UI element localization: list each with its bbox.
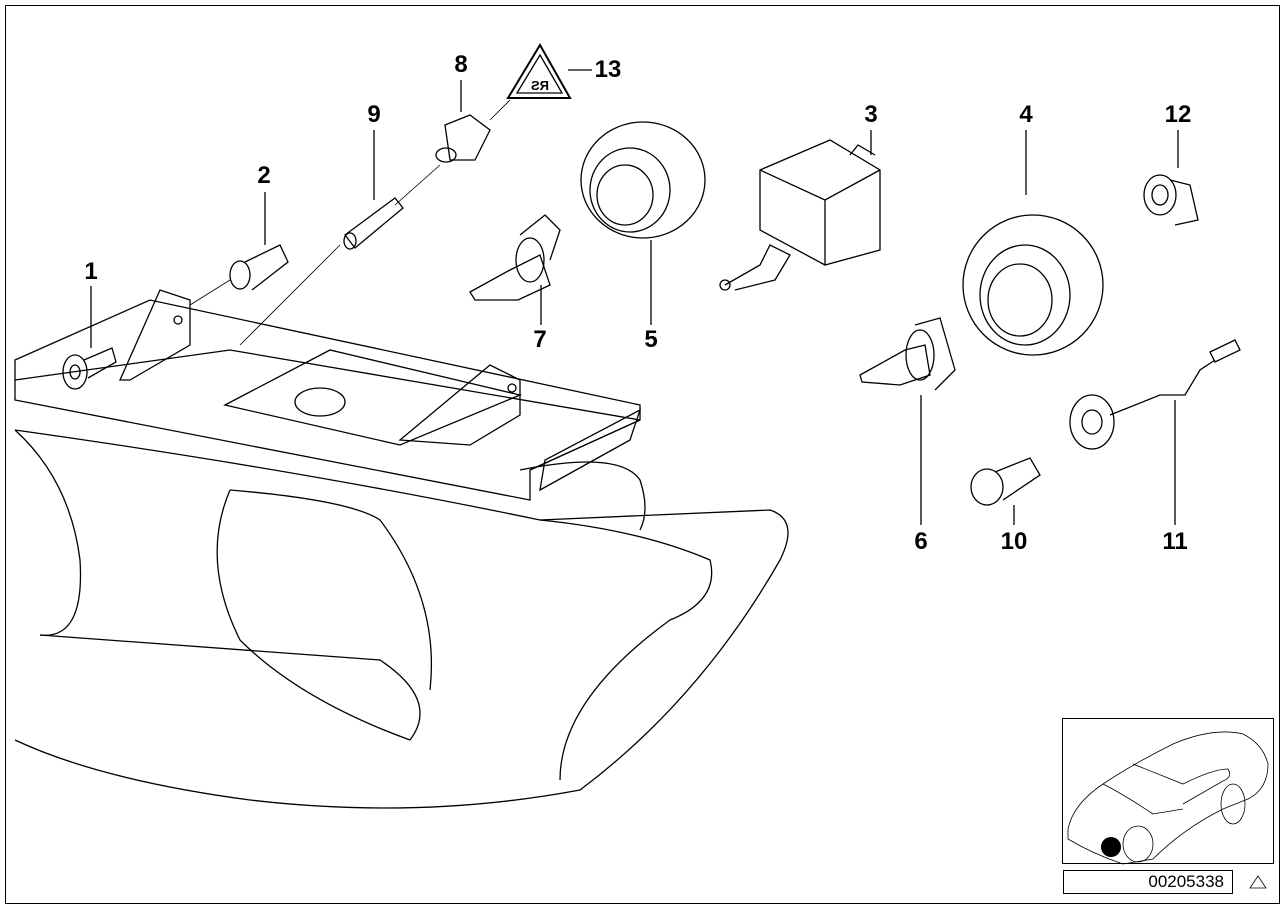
part-3-ballast bbox=[719, 139, 881, 291]
part-label-11[interactable]: 11 bbox=[1162, 528, 1188, 555]
part-10-bulb bbox=[970, 457, 1041, 506]
svg-text:ƧЯ: ƧЯ bbox=[531, 78, 549, 93]
part-5-ring bbox=[580, 121, 706, 239]
warning-triangle-icon: ƧЯ bbox=[506, 43, 572, 99]
part-6-bulb bbox=[859, 317, 956, 391]
part-12-socket bbox=[1143, 174, 1199, 226]
part-7-bulb bbox=[469, 214, 561, 301]
part-11-wire bbox=[1069, 339, 1241, 450]
part-9-bulb bbox=[343, 197, 404, 250]
location-marker bbox=[1101, 837, 1121, 857]
part-2-adjuster bbox=[229, 244, 289, 291]
diagram-frame bbox=[5, 5, 1280, 904]
part-label-4[interactable]: 4 bbox=[1019, 101, 1033, 128]
leader-lines bbox=[90, 69, 1179, 525]
part-label-5[interactable]: 5 bbox=[644, 326, 658, 353]
part-label-12[interactable]: 12 bbox=[1164, 101, 1192, 128]
part-label-3[interactable]: 3 bbox=[864, 101, 878, 128]
part-8-socket bbox=[435, 114, 491, 163]
part-label-7[interactable]: 7 bbox=[533, 326, 547, 353]
part-label-1[interactable]: 1 bbox=[84, 258, 98, 285]
part-label-10[interactable]: 10 bbox=[1000, 528, 1028, 555]
part-label-9[interactable]: 9 bbox=[367, 101, 381, 128]
car-thumbnail bbox=[1062, 718, 1274, 865]
part-label-6[interactable]: 6 bbox=[914, 528, 928, 555]
part-1-screw bbox=[62, 347, 117, 390]
part-label-2[interactable]: 2 bbox=[257, 162, 271, 189]
part-label-8[interactable]: 8 bbox=[454, 51, 468, 78]
part-4-ring bbox=[962, 214, 1104, 356]
headlight-housing bbox=[14, 289, 789, 809]
diagram-code: 00205338 bbox=[1063, 870, 1233, 894]
part-label-13[interactable]: 13 bbox=[594, 56, 622, 83]
